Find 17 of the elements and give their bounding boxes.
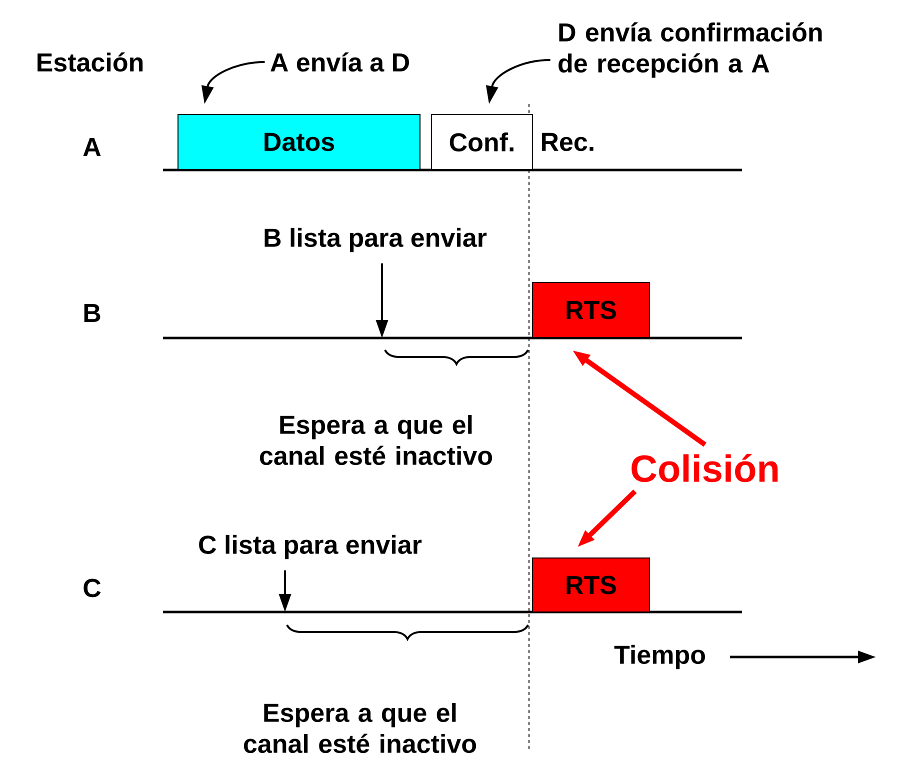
annotation-text: C lista para enviar — [199, 534, 422, 560]
annotation-text: Colisión — [632, 454, 778, 482]
wait-label: Espera a que el canal esté inactivo — [244, 702, 476, 754]
annotation-text: D envía confirmación de recepción a A — [558, 22, 822, 78]
packet-box: RTS — [532, 558, 650, 612]
packet-box: RTS — [532, 282, 650, 338]
packet-box: Conf. — [431, 114, 533, 170]
wait-label: Espera a que el canal esté inactivo — [260, 414, 492, 466]
annotation-text: A envía a D — [270, 52, 409, 72]
data-box: Datos — [178, 114, 420, 170]
axis-label: Tiempo — [614, 644, 705, 670]
station-label: C — [84, 578, 101, 598]
station-label: A — [83, 138, 101, 156]
packet-label: Rec. — [542, 132, 594, 152]
axis-label: Estación — [38, 52, 143, 72]
station-label: B — [84, 304, 100, 322]
annotation-text: B lista para enviar — [264, 228, 487, 252]
